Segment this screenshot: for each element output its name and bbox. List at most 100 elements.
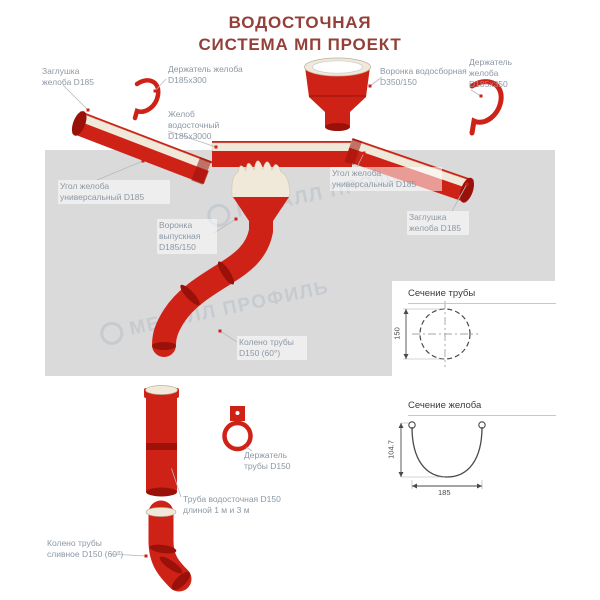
leader-lines — [62, 76, 482, 557]
leader-marker — [214, 145, 218, 149]
gutter-holder-350-illustration — [469, 79, 504, 136]
leader-line — [170, 466, 182, 498]
pipe-end — [146, 487, 177, 497]
gutter-section-title: Сечение желоба — [408, 400, 482, 411]
gutter-back-lip — [351, 138, 474, 183]
pipe-joint-band — [146, 443, 177, 450]
label-collector-funnel: Воронка водосборная D350/150 — [380, 66, 467, 88]
dimension-arrow — [398, 472, 404, 477]
gutter-section-drawing — [398, 421, 486, 489]
leader-line — [369, 76, 383, 87]
funnel-body — [305, 67, 370, 127]
gutter-height-dimension: 104.7 — [386, 440, 396, 459]
gutter-front — [72, 120, 209, 185]
drain-elbow-illustration — [145, 500, 192, 592]
leader-markers — [86, 84, 483, 558]
drain-elbow-rib — [149, 544, 177, 554]
leader-marker — [169, 465, 173, 469]
outlet-funnel-illustration — [231, 160, 291, 235]
leader-marker — [141, 159, 145, 163]
gutter-profile — [411, 426, 483, 478]
pipe-section-rule — [408, 303, 556, 304]
leader-marker — [218, 329, 222, 333]
elbow-end — [152, 342, 176, 350]
label-drain-elbow: Колено трубы сливное D150 (60°) — [47, 538, 124, 560]
elbow-rib — [180, 284, 200, 306]
leader-line — [219, 330, 238, 343]
gutter-end-cap — [459, 177, 475, 203]
pipe-illustration — [144, 385, 179, 497]
gutter-section-rule — [408, 415, 556, 416]
pipe-elbow-illustration — [152, 219, 273, 357]
label-outlet-funnel: Воронка выпускная D185/150 — [157, 219, 217, 255]
leader-line — [154, 78, 167, 92]
label-gutter-cap-right: Заглушка желоба D185 — [407, 211, 469, 236]
leader-line — [451, 183, 468, 212]
leader-marker — [243, 444, 247, 448]
outlet-funnel-body — [233, 197, 289, 231]
holder-ring — [222, 420, 253, 452]
leader-marker — [86, 108, 90, 112]
gutter-hook — [132, 78, 161, 121]
page-title: ВОДОСТОЧНАЯ СИСТЕМА МП ПРОЕКТ — [0, 12, 600, 56]
gutter-width-dimension: 185 — [438, 488, 451, 497]
gutter-front — [212, 151, 352, 167]
label-pipe-holder: Держатель трубы D150 — [244, 450, 291, 472]
leader-line — [96, 160, 144, 181]
page-title-line2: СИСТЕМА МП ПРОЕКТ — [198, 35, 402, 55]
gutter-holder-300-illustration — [132, 78, 161, 121]
drain-elbow-end — [171, 571, 191, 591]
leader-line — [356, 152, 365, 168]
pipe-section-circle — [419, 308, 471, 360]
label-gutter-holder-300: Держатель желоба D185x300 — [168, 64, 243, 86]
leader-marker — [234, 217, 238, 221]
gutter-profile-curl — [478, 421, 486, 429]
middle-gutter-illustration — [211, 141, 353, 167]
leader-line — [213, 218, 237, 234]
label-pipe-elbow: Колено трубы D150 (60°) — [237, 336, 307, 361]
gutter-inner — [211, 142, 353, 153]
pipe-diameter-dimension: 150 — [392, 327, 402, 340]
gutter-end-cap — [71, 111, 87, 136]
collector-funnel-illustration — [304, 57, 371, 131]
gutter-back-lip — [79, 111, 213, 164]
pipe-opening — [145, 385, 178, 395]
leader-marker — [144, 554, 148, 558]
pipe-body — [146, 392, 177, 492]
page-title-line1: ВОДОСТОЧНАЯ — [228, 13, 372, 32]
drain-elbow-opening — [145, 507, 177, 517]
leader-marker — [362, 151, 366, 155]
leader-line — [109, 553, 147, 557]
leader-line — [470, 89, 482, 97]
elbow-pipe — [152, 219, 273, 357]
dimension-arrow — [477, 483, 482, 489]
leader-line — [62, 84, 89, 111]
label-gutter-holder-350: Держатель желоба D185x350 — [469, 57, 513, 90]
dimension-arrow — [398, 423, 404, 428]
leader-marker — [153, 89, 157, 93]
label-gutter-cap-left: Заглушка желоба D185 — [42, 66, 94, 88]
leader-line — [167, 130, 217, 148]
label-gutter-corner-left: Угол желоба универсальный D185 — [58, 180, 170, 205]
gutter-back-lip — [212, 141, 352, 144]
leader-marker — [479, 94, 483, 98]
drain-elbow-rib — [159, 556, 183, 574]
label-pipe: Труба водосточная D150 длиной 1 м и 3 м — [183, 494, 281, 516]
leader-marker — [368, 84, 372, 88]
funnel-opening-inner — [312, 60, 363, 74]
pipe-section-drawing — [403, 301, 478, 367]
gutter-corner-seam — [344, 138, 363, 166]
dimension-arrow — [412, 483, 417, 489]
pipe-section-title: Сечение трубы — [408, 288, 476, 299]
gutter-hook — [469, 79, 504, 136]
dimension-arrow — [403, 354, 409, 359]
pipe-section-panel — [392, 281, 556, 376]
gutter-corner-seam — [191, 157, 212, 185]
funnel-outlet — [325, 123, 350, 131]
gutter-profile-curl — [408, 421, 416, 429]
leader-marker — [465, 182, 469, 186]
elbow-rib — [217, 261, 235, 285]
left-gutter-illustration — [71, 111, 213, 185]
